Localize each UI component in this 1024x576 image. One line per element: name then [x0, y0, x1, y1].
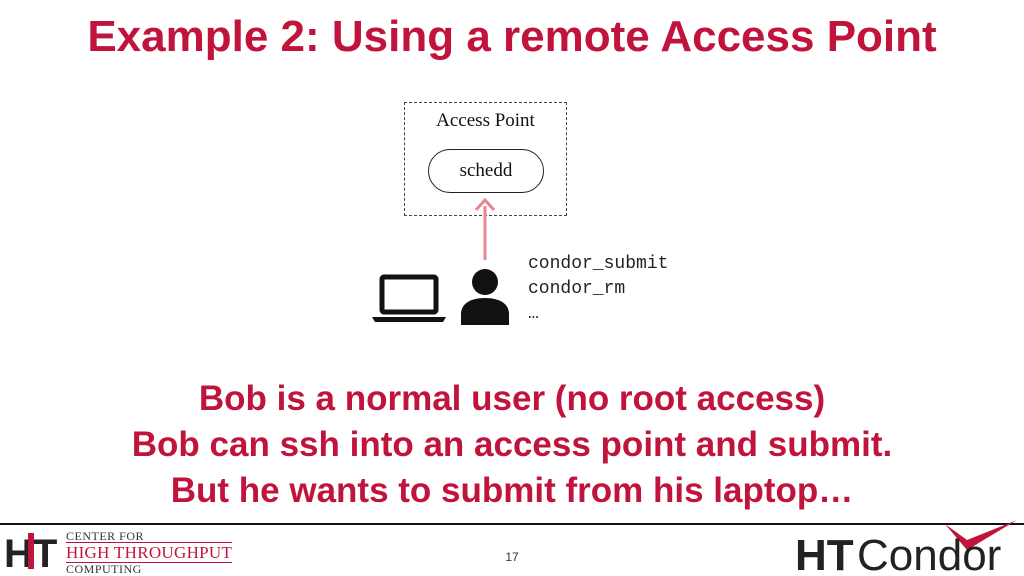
htcondor-logo-icon: HT Condor [795, 520, 1017, 574]
htcondor-logo-ht: HT [795, 531, 854, 574]
command-item: condor_submit [528, 254, 669, 274]
footer-divider [0, 523, 1024, 525]
access-point-label: Access Point [436, 110, 535, 131]
slide-title: Example 2: Using a remote Access Point [87, 12, 937, 61]
up-arrow-icon [474, 197, 496, 260]
laptop-icon [372, 274, 446, 322]
user-icon [461, 269, 509, 325]
page-number: 17 [505, 550, 519, 564]
chtc-logo-icon: HT [4, 532, 57, 571]
body-line: But he wants to submit from his laptop… [170, 471, 854, 510]
chtc-logo-text: CENTER FOR HIGH THROUGHPUT COMPUTING [66, 529, 233, 576]
slide-body: Bob is a normal user (no root access) Bo… [0, 376, 1024, 514]
schedd-node: schedd [428, 149, 544, 193]
body-line: Bob is a normal user (no root access) [198, 379, 826, 418]
chtc-line-2: HIGH THROUGHPUT [66, 542, 233, 563]
chtc-line-3: COMPUTING [66, 562, 142, 576]
command-list: condor_submit condor_rm … [528, 252, 668, 327]
htcondor-logo-condor: Condor [857, 531, 1001, 574]
command-item: … [528, 304, 539, 324]
command-item: condor_rm [528, 279, 626, 299]
body-line: Bob can ssh into an access point and sub… [131, 425, 893, 464]
chtc-line-1: CENTER FOR [66, 529, 145, 543]
